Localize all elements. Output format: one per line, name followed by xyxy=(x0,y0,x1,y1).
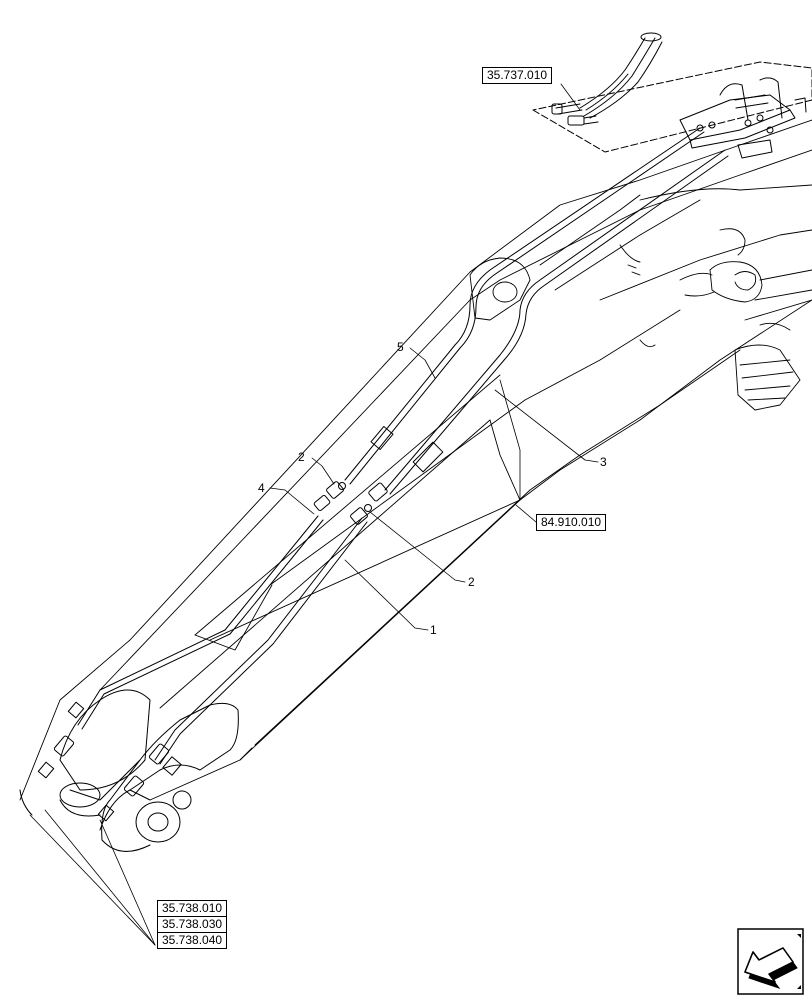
previous-page-arrow-icon[interactable] xyxy=(737,928,804,995)
reference-35-738-010[interactable]: 35.738.010 xyxy=(158,901,227,917)
reference-stack-bottom: 35.738.010 35.738.030 35.738.040 xyxy=(157,900,228,949)
callout-1: 1 xyxy=(430,623,437,637)
callout-2-upper: 2 xyxy=(298,450,305,464)
reference-84-910-010[interactable]: 84.910.010 xyxy=(536,514,607,531)
tube-5 xyxy=(77,127,705,730)
upper-bracket xyxy=(532,61,812,159)
tube-3 xyxy=(154,149,729,765)
couplings xyxy=(313,481,388,525)
callout-2-lower: 2 xyxy=(468,575,475,589)
reference-35-737-010[interactable]: 35.737.010 xyxy=(482,67,553,84)
reference-35-738-030[interactable]: 35.738.030 xyxy=(158,917,227,933)
callout-4: 4 xyxy=(258,481,265,495)
callout-5: 5 xyxy=(397,340,404,354)
reference-35-738-040[interactable]: 35.738.040 xyxy=(162,933,223,947)
boom-nose xyxy=(19,689,239,852)
boom-structure xyxy=(19,119,812,801)
leader-lines xyxy=(29,83,599,946)
upper-hoses xyxy=(551,32,663,126)
callout-3: 3 xyxy=(600,455,607,469)
